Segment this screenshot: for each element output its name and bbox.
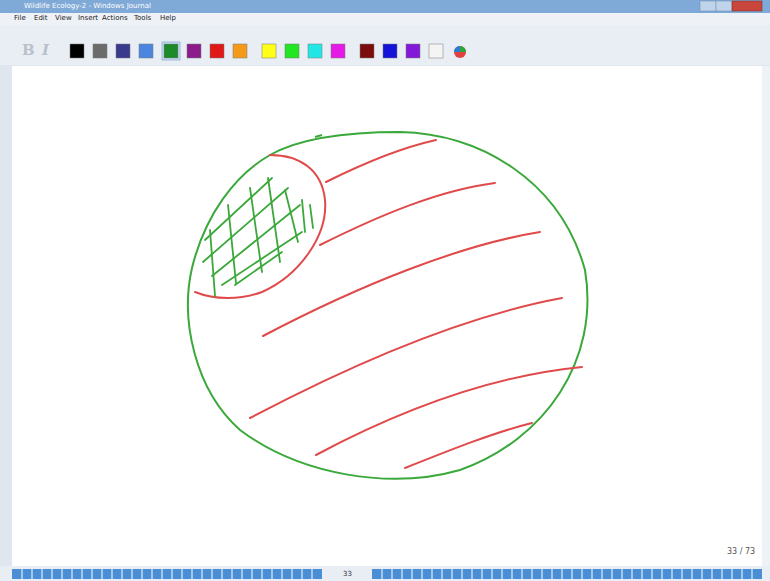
menu-item: Help — [160, 15, 176, 22]
page-counter: 33 / 73 — [727, 548, 755, 556]
menu-item: Tools — [134, 15, 151, 22]
bold-button: B — [22, 43, 35, 58]
italic-button: I — [42, 43, 49, 58]
menu-item: Insert — [78, 15, 98, 22]
menu-item: Edit — [34, 15, 48, 22]
page-number: 33 — [343, 571, 352, 578]
menu-item: View — [55, 15, 72, 22]
menu-item: Actions — [102, 15, 128, 22]
window-title: Wildlife Ecology-2 - Windows Journal — [24, 3, 151, 10]
menu-item: File — [14, 15, 26, 22]
